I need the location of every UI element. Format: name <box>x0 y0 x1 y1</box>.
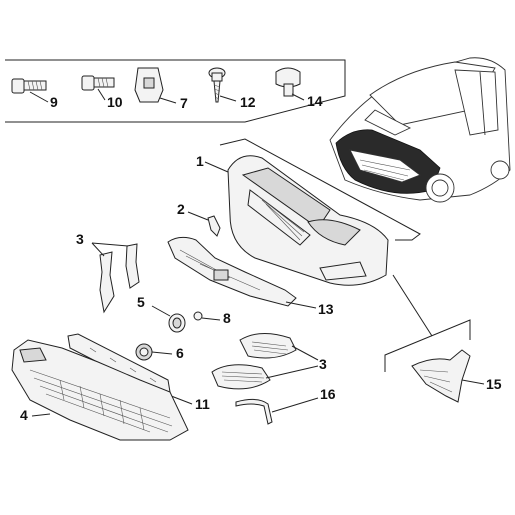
under-shield-icon <box>11 339 189 441</box>
bolt-icon <box>81 75 115 91</box>
callout-9: 9 <box>50 94 58 110</box>
inset-bracket <box>384 319 471 372</box>
push-clip-icon <box>275 67 301 97</box>
callout-10: 10 <box>107 94 123 110</box>
callout-16: 16 <box>320 386 336 402</box>
washer-icon <box>193 311 203 321</box>
callout-4: 4 <box>20 407 28 423</box>
screw-icon <box>208 67 226 103</box>
upper-crossmember-icon <box>167 236 297 307</box>
hardware-frame <box>5 59 346 123</box>
callout-3-right: 3 <box>319 356 327 372</box>
callout-3-left: 3 <box>76 231 84 247</box>
fog-grille-icon <box>211 333 297 390</box>
callout-8: 8 <box>223 310 231 326</box>
callout-2: 2 <box>177 201 185 217</box>
callout-6: 6 <box>176 345 184 361</box>
clip-nut-icon <box>134 67 164 103</box>
callout-5: 5 <box>137 294 145 310</box>
plug-icon <box>135 343 153 361</box>
callout-12: 12 <box>240 94 256 110</box>
callout-15: 15 <box>486 376 502 392</box>
front-bumper-icon <box>227 155 389 286</box>
callout-7: 7 <box>180 95 188 111</box>
trim-strip-icon <box>235 398 273 425</box>
corner-bracket-icon <box>411 349 471 403</box>
grommet-icon <box>168 313 186 333</box>
callout-13: 13 <box>318 301 334 317</box>
callout-1: 1 <box>196 153 204 169</box>
callout-14: 14 <box>307 93 323 109</box>
bolt-icon <box>11 78 47 94</box>
side-bracket-icon <box>99 243 140 314</box>
bracket-icon <box>207 215 221 237</box>
callout-11: 11 <box>195 396 210 412</box>
view-bracket <box>219 138 421 241</box>
car-illustration <box>329 57 511 203</box>
